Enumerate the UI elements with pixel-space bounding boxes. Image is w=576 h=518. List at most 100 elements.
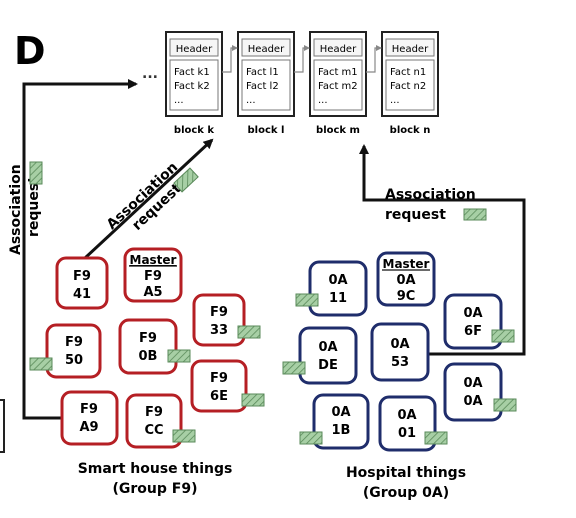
master-label-f9: Master xyxy=(130,253,177,267)
svg-text:0A: 0A xyxy=(390,337,409,352)
svg-text:DE: DE xyxy=(318,358,338,373)
node-f9-33: F9 33 xyxy=(192,293,261,347)
token-icon xyxy=(237,325,261,339)
svg-text:0B: 0B xyxy=(139,349,158,364)
panel-label: D xyxy=(14,29,46,73)
svg-text:A9: A9 xyxy=(79,420,98,435)
svg-text:A5: A5 xyxy=(143,285,162,300)
svg-text:CC: CC xyxy=(144,423,163,438)
token-icon xyxy=(29,357,53,371)
node-0a-6f: 0A 6F xyxy=(443,293,515,350)
svg-text:F9: F9 xyxy=(144,269,162,284)
node-0a-de: 0A DE xyxy=(282,326,358,385)
node-f9-a9: F9 A9 xyxy=(60,390,119,446)
token-icon xyxy=(491,329,515,343)
block-n-fact-2: Fact n2 xyxy=(390,81,426,92)
token-icon xyxy=(241,393,265,407)
svg-text:0A: 0A xyxy=(397,408,416,423)
svg-text:F9: F9 xyxy=(210,305,228,320)
svg-text:F9: F9 xyxy=(210,371,228,386)
block-k: Header Fact k1 Fact k2 ... xyxy=(165,31,223,117)
block-m-label: block m xyxy=(316,125,360,136)
svg-text:6E: 6E xyxy=(210,389,228,404)
block-m-header: Header xyxy=(320,44,357,55)
svg-text:11: 11 xyxy=(329,291,347,306)
group-smart-house: F9 41 Master F9 A5 F9 33 F9 50 F9 xyxy=(29,247,265,497)
block-n-label: block n xyxy=(390,125,431,136)
right-request-word-1: Association xyxy=(385,187,476,203)
block-l: Header Fact l1 Fact l2 ... xyxy=(237,31,295,117)
block-m: Header Fact m1 Fact m2 ... xyxy=(309,31,367,117)
token-icon xyxy=(299,431,323,445)
group-hospital: 0A 11 Master 0A 9C 0A 6F 0A DE xyxy=(282,251,517,501)
block-n-more: ... xyxy=(390,95,400,106)
svg-text:F9: F9 xyxy=(145,405,163,420)
block-n-header: Header xyxy=(392,44,429,55)
block-n-fact-1: Fact n1 xyxy=(390,67,426,78)
node-0a-1b: 0A 1B xyxy=(299,393,370,450)
block-k-fact-1: Fact k1 xyxy=(174,67,210,78)
block-k-fact-2: Fact k2 xyxy=(174,81,210,92)
svg-text:0A: 0A xyxy=(318,340,337,355)
svg-text:41: 41 xyxy=(73,287,91,302)
svg-text:0A: 0A xyxy=(331,405,350,420)
svg-text:0A: 0A xyxy=(463,376,482,391)
diagonal-request-label: Association request xyxy=(104,159,185,233)
right-request-token-icon xyxy=(463,208,487,221)
block-l-label: block l xyxy=(248,125,285,136)
svg-text:F9: F9 xyxy=(73,269,91,284)
block-l-more: ... xyxy=(246,95,256,106)
block-m-fact-1: Fact m1 xyxy=(318,67,358,78)
block-l-fact-1: Fact l1 xyxy=(246,67,279,78)
token-icon xyxy=(424,431,448,445)
svg-text:1B: 1B xyxy=(332,423,351,438)
node-0a-0a: 0A 0A xyxy=(443,362,517,422)
node-f9-41: F9 41 xyxy=(55,256,109,310)
svg-text:0A: 0A xyxy=(396,273,415,288)
token-icon xyxy=(167,349,191,363)
node-0a-9c-master: Master 0A 9C xyxy=(376,251,436,307)
node-f9-cc: F9 CC xyxy=(125,393,196,449)
svg-text:9C: 9C xyxy=(397,289,416,304)
block-l-header: Header xyxy=(248,44,285,55)
group-0a-subtitle: (Group 0A) xyxy=(363,485,449,501)
edge-bracket xyxy=(0,399,5,453)
left-request-token-icon xyxy=(29,161,43,185)
node-f9-6e: F9 6E xyxy=(190,359,265,413)
block-k-header: Header xyxy=(176,44,213,55)
master-label-0a: Master xyxy=(383,257,430,271)
svg-text:0A: 0A xyxy=(328,273,347,288)
block-n: Header Fact n1 Fact n2 ... xyxy=(381,31,439,117)
diagonal-request-token-icon xyxy=(173,167,199,193)
svg-text:0A: 0A xyxy=(463,394,482,409)
token-icon xyxy=(295,293,319,307)
left-request-label: Association request xyxy=(8,164,42,255)
left-association-arrow xyxy=(22,79,138,420)
token-icon xyxy=(172,429,196,443)
token-icon xyxy=(282,361,306,375)
right-association-arrow xyxy=(359,144,526,356)
svg-text:50: 50 xyxy=(65,353,83,368)
svg-text:6F: 6F xyxy=(464,324,482,339)
node-0a-01: 0A 01 xyxy=(378,395,448,452)
svg-text:Association: Association xyxy=(8,164,24,255)
svg-text:request: request xyxy=(26,176,42,237)
right-request-word-2: request xyxy=(385,207,446,223)
svg-text:F9: F9 xyxy=(65,335,83,350)
svg-text:F9: F9 xyxy=(139,331,157,346)
svg-text:0A: 0A xyxy=(463,306,482,321)
svg-text:01: 01 xyxy=(398,426,416,441)
block-l-fact-2: Fact l2 xyxy=(246,81,279,92)
group-0a-title: Hospital things xyxy=(346,465,466,481)
block-m-fact-2: Fact m2 xyxy=(318,81,358,92)
chain-ellipsis: ... xyxy=(142,66,158,82)
diagonal-association-arrow xyxy=(83,138,214,260)
node-f9-0b: F9 0B xyxy=(118,318,191,375)
svg-text:F9: F9 xyxy=(80,402,98,417)
node-0a-11: 0A 11 xyxy=(295,260,368,317)
node-f9-a5-master: Master F9 A5 xyxy=(123,247,183,303)
node-f9-50: F9 50 xyxy=(29,323,102,379)
group-f9-subtitle: (Group F9) xyxy=(113,481,198,497)
chain-links xyxy=(222,45,382,73)
